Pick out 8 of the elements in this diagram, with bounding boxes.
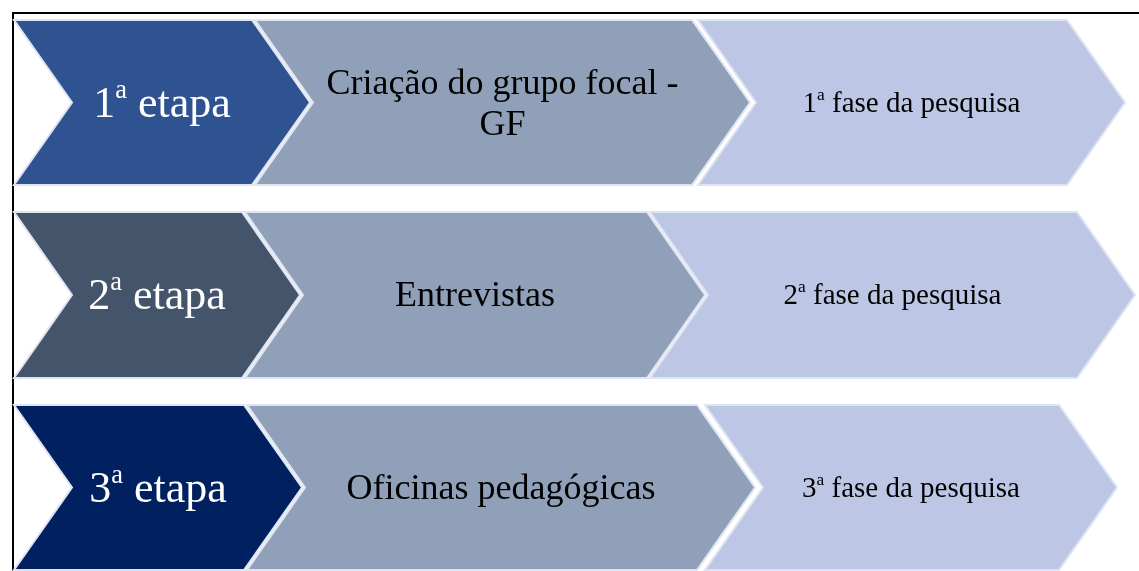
chevron-label: 1$^{a}$ fase da pesquisa xyxy=(801,85,1022,120)
chevron-label: 3$^{a}$ etapa xyxy=(88,462,228,513)
chevron-label: Entrevistas xyxy=(394,274,556,316)
chevron-label: Criação do grupo focal - GF xyxy=(325,61,680,144)
chevron-label: 3$^{a}$ fase da pesquisa xyxy=(801,470,1021,505)
chevron-label: 2$^{a}$ etapa xyxy=(87,269,227,321)
chevron-label: 1$^{a}$ etapa xyxy=(92,77,232,128)
chevron-label: 2$^{a}$ fase da pesquisa xyxy=(782,278,1003,312)
